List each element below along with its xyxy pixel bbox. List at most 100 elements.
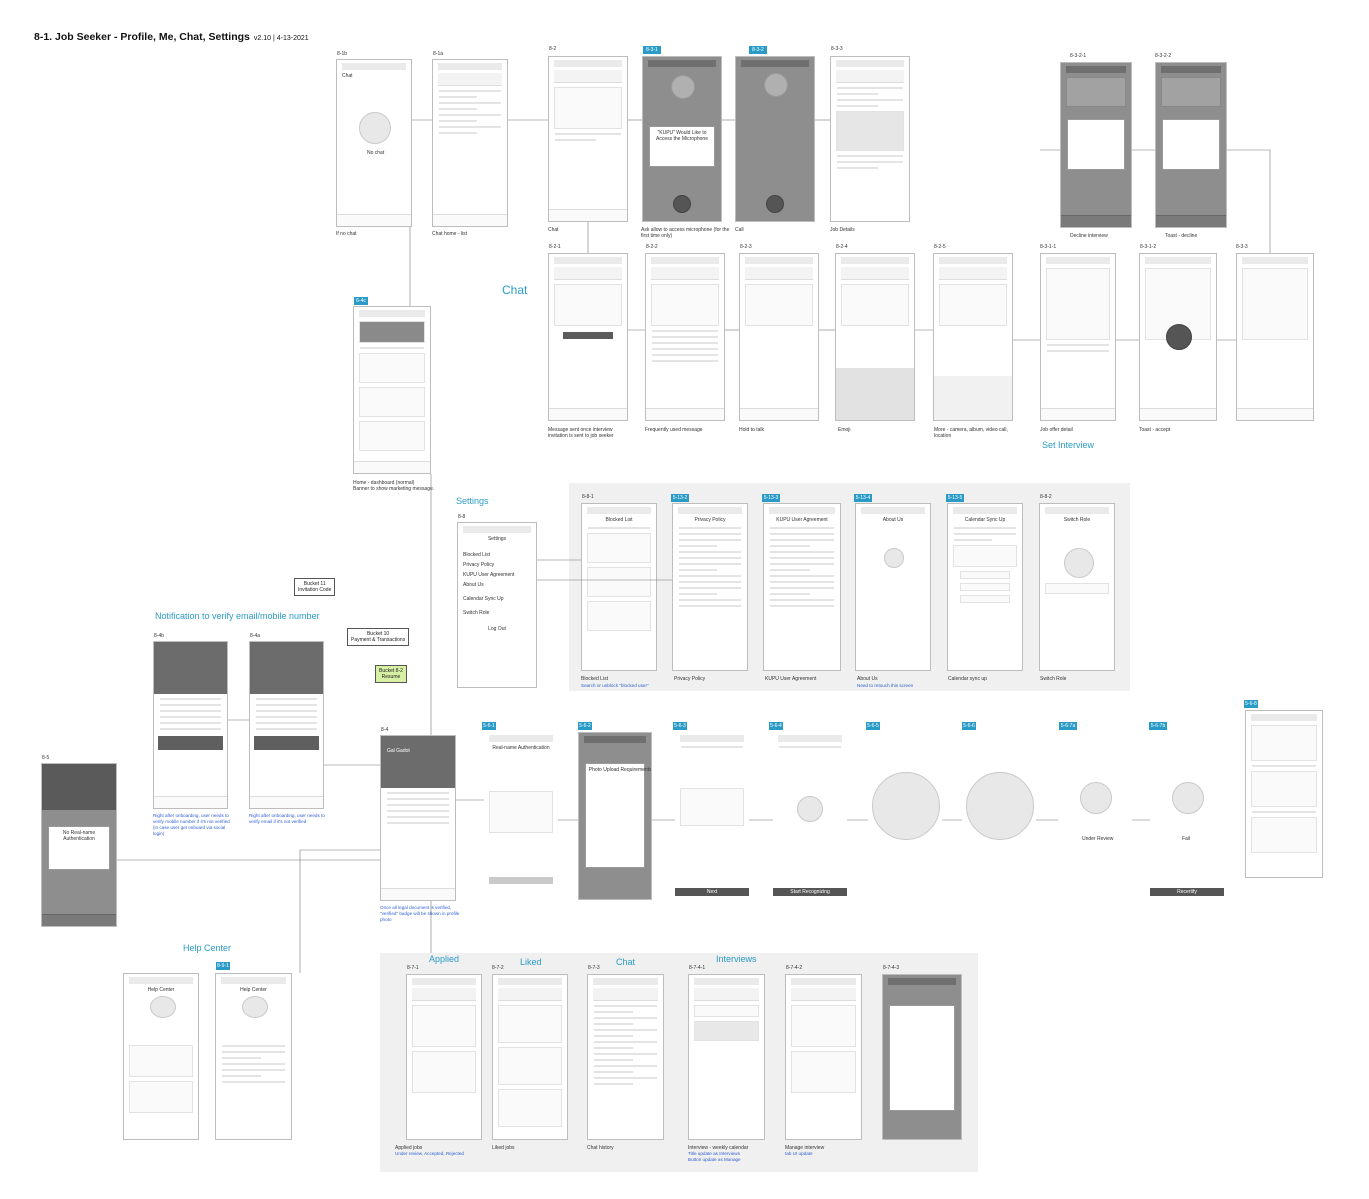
screen-caption: Message sent once interview invitation i… — [548, 427, 614, 439]
screen-tag: 5-13-2 — [671, 494, 689, 502]
screen-photo-requirements[interactable]: Photo Upload Requirements — [578, 732, 652, 900]
screen-frequent-message[interactable] — [645, 253, 725, 421]
screen-calendar-sync[interactable]: Calendar Sync Up — [947, 503, 1023, 671]
screen-switch-role[interactable]: Switch Role — [1039, 503, 1115, 671]
screen-tag: 8-7-4-1 — [689, 965, 706, 971]
screen-note: Need to retouch this screen — [857, 683, 914, 688]
screen-job-details[interactable] — [830, 56, 910, 222]
screen-note: Title update as Interviews Button update… — [688, 1151, 741, 1162]
screen-tag: 8-1a — [433, 51, 444, 57]
screen-tag: 8-3-2-1 — [1070, 53, 1087, 59]
screen-decline-interview[interactable] — [1060, 62, 1132, 228]
screen-tag: 5-6-7a — [1059, 722, 1077, 730]
screen-tag: 5-6-7b — [1149, 722, 1167, 730]
screen-caption: Frequently used message — [645, 427, 703, 433]
screen-tag: 8-2-2 — [646, 244, 658, 250]
screen-message-sent[interactable] — [548, 253, 628, 421]
screen-caption: Privacy Policy — [674, 676, 706, 682]
section-applied: Applied — [429, 954, 460, 964]
screen-help-center-faq[interactable]: Help Center — [215, 973, 292, 1140]
screen-no-chat[interactable]: Chat No chat — [336, 59, 412, 227]
screen-caption: Ask allow to access microphone (for the … — [641, 227, 730, 239]
screen-caption: Interview - weekly calendar — [688, 1145, 749, 1151]
screen-tag: 8-4b — [154, 633, 165, 639]
screen-tag: 8-3-3 — [831, 46, 843, 52]
screen-mic-permission[interactable]: "KUPU" Would Like to Access the Micropho… — [642, 56, 722, 222]
screen-applied[interactable] — [406, 974, 482, 1140]
screen-tag: 5-6-8 — [1244, 700, 1258, 708]
screen-verify-email[interactable] — [249, 641, 324, 809]
screen-interview-calendar[interactable] — [688, 974, 765, 1140]
screen-privacy-policy[interactable]: Privacy Policy — [672, 503, 748, 671]
screen-tag: 8-7-1 — [407, 965, 419, 971]
page-title: 8-1. Job Seeker - Profile, Me, Chat, Set… — [34, 31, 309, 43]
screen-tag: 6-4c — [354, 297, 368, 305]
screen-more-options[interactable] — [933, 253, 1013, 421]
screen-note: Search or unblock "blocked user" — [581, 683, 649, 688]
screen-note: Right after onboarding, user needs to ve… — [249, 813, 325, 824]
screen-profile-me[interactable]: Gal Gadot — [380, 735, 456, 901]
bucket-invitation: Bucket 11 Invitation Code — [294, 578, 336, 596]
screen-emoji[interactable] — [835, 253, 915, 421]
screen-manage-interview[interactable] — [785, 974, 862, 1140]
screen-toast-decline[interactable] — [1155, 62, 1227, 228]
screen-liked[interactable] — [492, 974, 568, 1140]
screen-blocked-list[interactable]: Blocked List — [581, 503, 657, 671]
screen-tag: 8-2-4 — [836, 244, 848, 250]
section-set-interview: Set Interview — [1042, 440, 1095, 450]
section-chat: Chat — [502, 283, 528, 297]
screen-verify-mobile[interactable] — [153, 641, 228, 809]
screen-caption: Chat — [548, 227, 559, 233]
screen-tag: 8-7-3 — [588, 965, 600, 971]
screen-tag: 5-6-5 — [866, 722, 880, 730]
screen-caption: Calendar sync up — [948, 676, 987, 682]
screen-under-review[interactable]: Under Review — [1058, 732, 1132, 900]
screen-tag: 8-7-4-3 — [883, 965, 900, 971]
screen-interview-detail[interactable] — [1236, 253, 1314, 421]
screen-caption: Manage interview — [785, 1145, 825, 1151]
screen-tag: 8-8-1 — [582, 494, 594, 500]
screen-caption: Liked jobs — [492, 1145, 515, 1151]
screen-no-real-name[interactable]: No Real-name Authentication — [41, 763, 117, 927]
screen-caption: Chat history — [587, 1145, 614, 1151]
screen-tag: 8-2-1 — [549, 244, 561, 250]
screen-tag: 8-5 — [42, 755, 50, 761]
screen-tag: 8-9-1 — [216, 962, 230, 970]
connector — [299, 849, 380, 973]
screen-chat-history[interactable] — [587, 974, 664, 1140]
bucket-payment: Bucket 10 Payment & Transactions — [347, 628, 410, 646]
screen-job-offer-detail[interactable] — [1040, 253, 1116, 421]
screen-face-scan-1[interactable] — [868, 732, 942, 900]
screen-note: Under review, Accepted, Rejected — [395, 1151, 464, 1156]
screen-interview-popup[interactable] — [882, 974, 962, 1140]
screen-face-recognition[interactable]: Start Recognizing — [773, 732, 847, 900]
screen-chat-list[interactable] — [432, 59, 508, 227]
screen-tag: 8-3-3 — [1236, 244, 1248, 250]
screen-caption: Toast - accept — [1139, 427, 1171, 433]
screen-face-scan-2[interactable] — [962, 732, 1036, 900]
screen-tag: 8-8-2 — [1040, 494, 1052, 500]
section-chat-history: Chat — [616, 957, 636, 967]
screen-caption: About Us — [857, 676, 878, 682]
screen-tag: 8-3-1 — [643, 46, 661, 54]
screen-real-name-3[interactable]: Next — [675, 732, 749, 900]
section-interviews: Interviews — [716, 954, 757, 964]
screen-caption: Chat home - list — [432, 231, 468, 237]
screen-tips[interactable] — [1245, 710, 1323, 878]
screen-tag: 8-3-2 — [749, 46, 767, 54]
screen-help-center-video[interactable]: Help Center — [123, 973, 199, 1140]
screen-tag: 5-6-1 — [482, 722, 496, 730]
screen-tag: 8-2 — [549, 46, 557, 52]
screen-settings[interactable]: Settings Blocked List Privacy Policy KUP… — [457, 522, 537, 688]
screen-chat[interactable] — [548, 56, 628, 222]
screen-call[interactable] — [735, 56, 815, 222]
screen-home-dashboard[interactable] — [353, 306, 431, 474]
screen-hold-to-talk[interactable] — [739, 253, 819, 421]
screen-tag: 8-4a — [250, 633, 261, 639]
screen-kupu-agreement[interactable]: KUPU User Agreement — [763, 503, 841, 671]
screen-fail[interactable]: Fail Recertify — [1150, 732, 1224, 900]
screen-about-us[interactable]: About Us — [855, 503, 931, 671]
screen-toast-accept[interactable] — [1139, 253, 1217, 421]
screen-real-name-1[interactable]: Real-name Authentication — [484, 732, 558, 900]
